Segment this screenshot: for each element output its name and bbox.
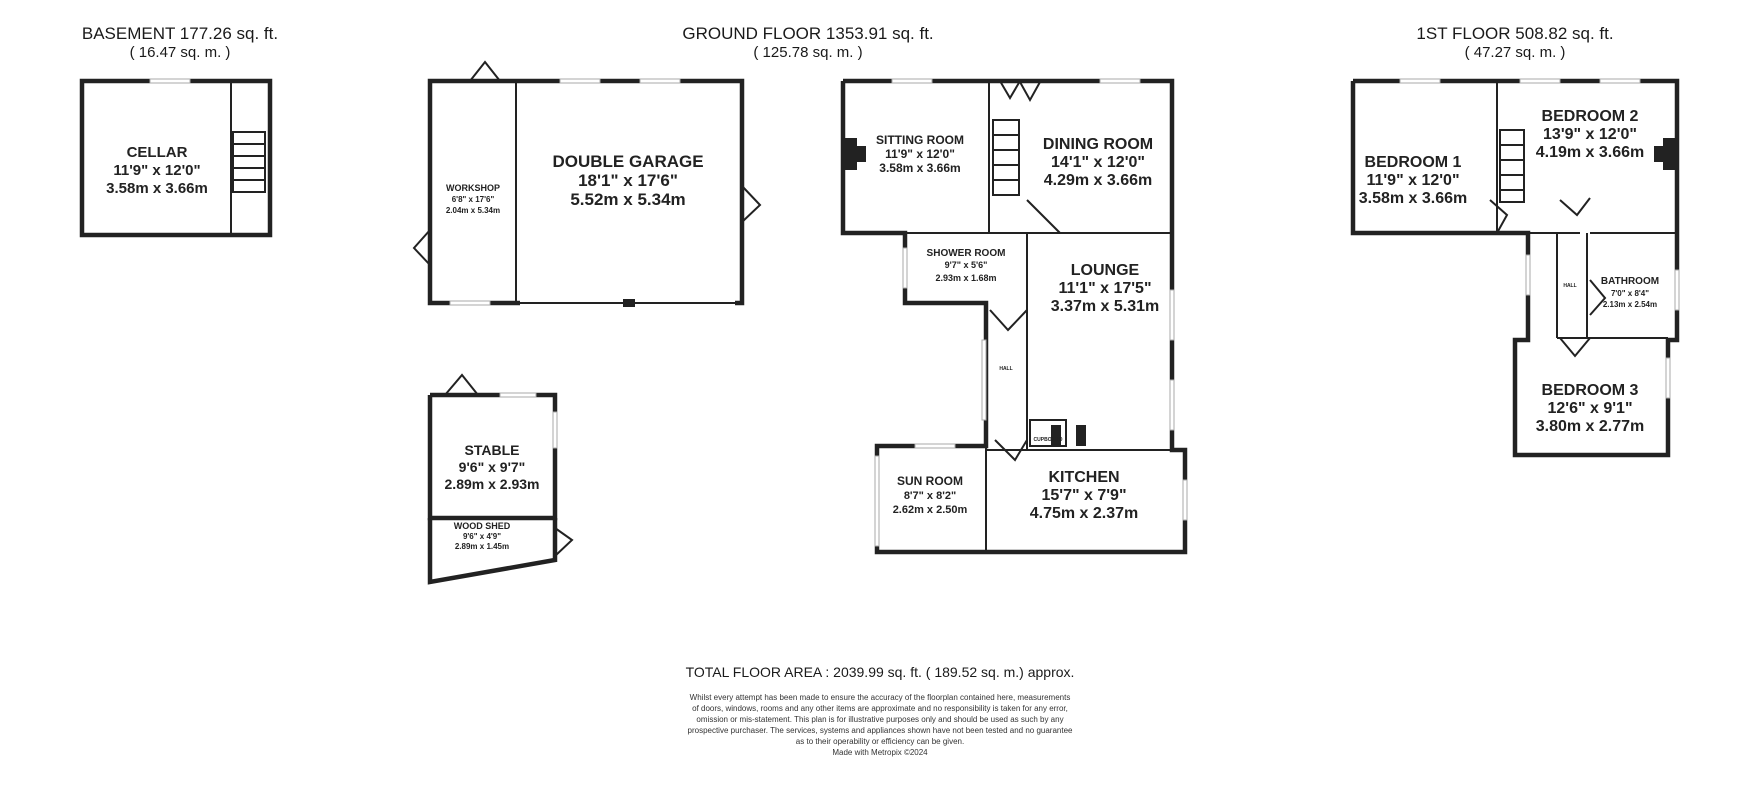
shower-room-name: SHOWER ROOM [927,248,1006,259]
shower-room-imperial: 9'7" x 5'6" [945,260,988,270]
sitting-room-imperial: 11'9" x 12'0" [885,147,955,161]
first-floor-metric: ( 47.27 sq. m. ) [1464,44,1566,61]
first-floor-windows [1399,78,1680,399]
workshop-imperial: 6'8" x 17'6" [452,195,495,204]
cellar-metric: 3.58m x 3.66m [106,180,208,197]
ground-windows [874,78,1188,547]
bedroom3-imperial: 12'6" x 9'1" [1547,400,1632,417]
cellar-window [149,78,191,84]
garage-window-1 [559,78,601,84]
bedroom2-metric: 4.19m x 3.66m [1536,144,1645,161]
first-floor-door-swings [1489,197,1607,358]
stable-window-top [499,392,537,398]
sun-room-metric: 2.62m x 2.50m [893,504,968,516]
workshop-top-door-swing [469,60,501,82]
total-floor-area: TOTAL FLOOR AREA : 2039.99 sq. ft. ( 189… [685,664,1075,680]
ground-floor-metric: ( 125.78 sq. m. ) [753,44,863,61]
cupboard-name: CUPBOARD [1034,437,1063,443]
ground-hall-name: HALL [999,366,1012,372]
dining-room-metric: 4.29m x 3.66m [1044,172,1153,189]
kitchen-metric: 4.75m x 2.37m [1030,505,1139,522]
first-floor-title: 1ST FLOOR 508.82 sq. ft. [1416,24,1614,43]
garage-name: DOUBLE GARAGE [552,152,703,171]
shower-room-metric: 2.93m x 1.68m [935,273,996,283]
bedroom1-imperial: 11'9" x 12'0" [1366,172,1459,189]
ground-door-swings [989,80,1061,462]
bedroom3-name: BEDROOM 3 [1542,382,1639,399]
garage-window-2 [639,78,681,84]
workshop-name: WORKSHOP [446,183,500,193]
first-floor-stairs [1499,129,1525,203]
first-floor-heading: 1ST FLOOR 508.82 sq. ft. ( 47.27 sq. m. … [1335,24,1695,62]
ground-stairs [992,119,1020,196]
woodshed-door-swing [554,527,574,557]
bedroom1-metric: 3.58m x 3.66m [1359,190,1468,207]
lounge-name: LOUNGE [1071,262,1140,279]
dining-room-name: DINING ROOM [1043,136,1153,153]
sun-room-name: SUN ROOM [897,474,963,488]
kitchen-imperial: 15'7" x 7'9" [1041,487,1126,504]
stable-door-swing [444,373,479,396]
stable-window-side [552,411,558,449]
disclaimer-line-3: omission or mis-statement. This plan is … [696,715,1064,724]
ground-floor-title: GROUND FLOOR 1353.91 sq. ft. [682,24,934,43]
garage-block-plan [412,60,762,307]
basement-heading: BASEMENT 177.26 sq. ft. ( 16.47 sq. m. ) [0,24,360,62]
bedroom2-name: BEDROOM 2 [1542,108,1639,125]
dining-room-imperial: 14'1" x 12'0" [1051,154,1145,171]
bathroom-metric: 2.13m x 2.54m [1603,300,1657,309]
sitting-room-metric: 3.58m x 3.66m [879,161,960,175]
disclaimer-line-1: Whilst every attempt has been made to en… [689,693,1071,702]
first-floor-plan [1350,78,1680,458]
room-labels: CELLAR 11'9" x 12'0" 3.58m x 3.66m WORKS… [106,108,1659,551]
cellar-stairs [232,131,266,193]
garage-metric: 5.52m x 5.34m [570,190,685,209]
basement-title: BASEMENT 177.26 sq. ft. [81,24,279,43]
disclaimer-line-4: prospective purchaser. The services, sys… [687,726,1073,735]
stable-imperial: 9'6" x 9'7" [459,459,526,475]
workshop-window [449,300,491,306]
bedroom3-metric: 3.80m x 2.77m [1536,418,1645,435]
lounge-metric: 3.37m x 5.31m [1051,298,1160,315]
workshop-metric: 2.04m x 5.34m [446,206,500,215]
bathroom-name: BATHROOM [1601,276,1659,287]
garage-door-post [623,299,635,307]
sitting-room-name: SITTING ROOM [876,133,964,147]
cupboard-outline [1029,419,1067,447]
ground-floor-heading: GROUND FLOOR 1353.91 sq. ft. ( 125.78 sq… [628,24,988,62]
garage-imperial: 18'1" x 17'6" [578,171,678,190]
disclaimer-line-5: as to their operability or efficiency ca… [795,737,965,746]
stable-block-plan [427,373,574,585]
ground-fireplaces [843,138,1086,446]
lounge-imperial: 11'1" x 17'5" [1058,280,1151,297]
garage-side-door-swing [741,185,762,223]
ground-floor-plan [840,78,1188,555]
bathroom-imperial: 7'0" x 8'4" [1611,289,1649,298]
woodshed-metric: 2.89m x 1.45m [455,542,509,551]
metropix-credit: Made with Metropix ©2024 [832,748,928,757]
workshop-side-door-swing [412,229,431,266]
woodshed-name: WOOD SHED [454,521,511,531]
cellar-imperial: 11'9" x 12'0" [113,162,200,179]
sun-room-imperial: 8'7" x 8'2" [904,490,956,502]
woodshed-walls [427,518,558,585]
first-hall-name: HALL [1563,283,1576,289]
bedroom2-imperial: 13'9" x 12'0" [1543,126,1637,143]
first-floor-fireplaces [1654,138,1677,170]
cellar-name: CELLAR [127,144,188,161]
stable-metric: 2.89m x 2.93m [445,476,540,492]
stable-name: STABLE [465,442,520,458]
first-floor-outer-walls [1350,78,1680,458]
bedroom1-name: BEDROOM 1 [1365,154,1462,171]
basement-plan [79,78,273,238]
woodshed-imperial: 9'6" x 4'9" [463,532,501,541]
kitchen-name: KITCHEN [1048,469,1119,486]
disclaimer-line-2: of doors, windows, rooms and any other i… [692,704,1068,713]
basement-metric: ( 16.47 sq. m. ) [129,44,231,61]
